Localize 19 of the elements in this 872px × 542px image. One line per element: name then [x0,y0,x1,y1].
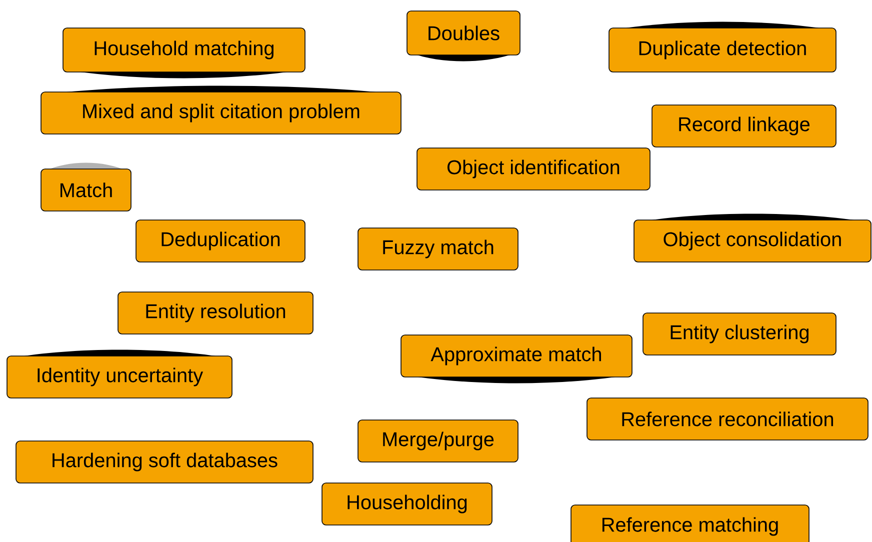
term-box: Household matching [62,28,306,78]
term-box: Mixed and split citation problem [40,86,402,134]
term-box: Object consolidation [634,214,872,262]
term-box: Identity uncertainty [6,350,232,398]
term-box: Deduplication [136,220,306,262]
term-box: Merge/purge [358,420,518,462]
term-box: Record linkage [652,104,836,148]
term-box: Reference reconciliation [586,398,868,440]
term-box: Duplicate detection [608,22,836,72]
term-box: Fuzzy match [358,228,518,270]
term-box: Householding [322,482,492,526]
term-box: Entity clustering [642,312,836,356]
term-box: Hardening soft databases [16,440,314,484]
term-box: Object identification [416,148,650,190]
term-box: Match [40,162,132,212]
term-box: Reference matching [570,504,810,542]
term-box: Doubles [406,10,520,62]
term-box: Approximate match [400,334,632,384]
term-box: Entity resolution [118,292,314,334]
